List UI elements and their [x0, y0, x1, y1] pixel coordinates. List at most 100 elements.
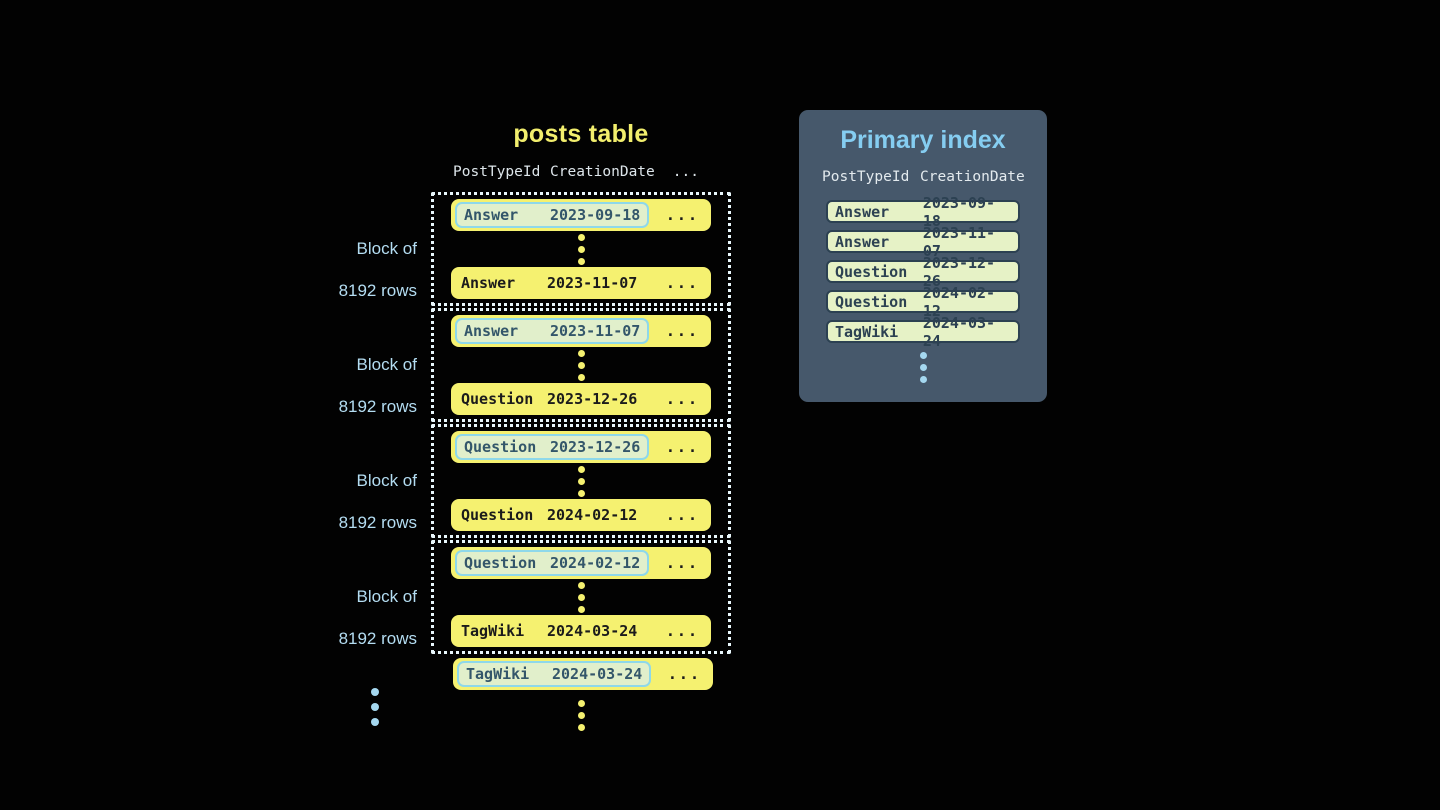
block-label: Block of 8192 rows: [270, 586, 417, 649]
block-label-line2: 8192 rows: [338, 397, 417, 416]
block-container: Answer 2023-09-18 ... Answer 2023-11-07 …: [431, 192, 731, 306]
block-label: Block of 8192 rows: [270, 354, 417, 417]
row-creationdate: 2024-03-24: [547, 622, 638, 640]
row-ellipsis: ...: [665, 554, 699, 572]
dot: [577, 349, 585, 357]
row-ellipsis: ...: [667, 665, 701, 683]
column-header-posttypeid: PostTypeId: [453, 164, 541, 180]
row-posttypeid: Question: [461, 390, 534, 408]
row-creationdate: 2023-12-26: [550, 438, 641, 456]
dot: [577, 593, 585, 601]
block-label-line1: Block of: [356, 239, 417, 258]
table-row: Answer 2023-11-07 ...: [451, 315, 711, 347]
block-label: Block of 8192 rows: [270, 470, 417, 533]
more-rows-dots: [431, 700, 731, 731]
table-row: TagWiki 2024-03-24 ...: [453, 658, 713, 690]
row-creationdate: 2023-11-07: [922, 223, 996, 260]
posts-table-blocks: Answer 2023-09-18 ... Answer 2023-11-07 …: [431, 192, 731, 654]
row-ellipsis: ...: [665, 206, 699, 224]
index-row: Answer 2023-09-18: [826, 194, 1020, 230]
table-row: TagWiki 2024-03-24 ...: [451, 615, 711, 647]
posts-table-title: posts table: [513, 120, 649, 148]
row-posttypeid: Answer: [461, 274, 516, 292]
row-creationdate: 2024-03-24: [552, 665, 643, 683]
ellipsis-dots-vertical: [577, 465, 585, 497]
row-posttypeid: Answer: [464, 206, 519, 224]
row-posttypeid: Question: [464, 438, 537, 456]
posts-table-column-headers: PostTypeId CreationDate ...: [453, 164, 713, 180]
row-posttypeid: TagWiki: [835, 322, 899, 341]
dot: [919, 352, 927, 359]
block-label: Block of 8192 rows: [270, 238, 417, 301]
block-label-line2: 8192 rows: [338, 281, 417, 300]
column-header-creationdate: CreationDate: [550, 164, 655, 180]
block-label-line1: Block of: [356, 471, 417, 490]
dot: [577, 605, 585, 613]
row-creationdate: 2023-09-18: [550, 206, 641, 224]
row-key-highlight: TagWiki 2024-03-24: [457, 661, 652, 687]
dot: [577, 700, 585, 707]
row-ellipsis: ...: [665, 506, 699, 524]
row-creationdate: 2023-11-07: [550, 322, 641, 340]
row-ellipsis: ...: [665, 390, 699, 408]
row-posttypeid: Answer: [835, 202, 890, 221]
dot: [577, 233, 585, 241]
block-container: Answer 2023-11-07 ... Question 2023-12-2…: [431, 308, 731, 422]
row-posttypeid: Question: [464, 554, 537, 572]
block-label-line2: 8192 rows: [338, 513, 417, 532]
block-label-line2: 8192 rows: [338, 629, 417, 648]
dot: [577, 581, 585, 589]
block-container: Question 2023-12-26 ... Question 2024-02…: [431, 424, 731, 538]
dot: [577, 257, 585, 265]
row-creationdate: 2023-09-18: [922, 193, 996, 230]
column-header-ellipsis: ...: [672, 164, 699, 180]
row-ellipsis: ...: [665, 622, 699, 640]
row-ellipsis: ...: [665, 274, 699, 292]
dot: [577, 724, 585, 731]
dot: [577, 465, 585, 473]
table-row: Answer 2023-11-07 ...: [451, 267, 711, 299]
primary-index-column-headers: PostTypeId CreationDate: [822, 168, 1047, 186]
column-header-creationdate: CreationDate: [920, 169, 1025, 185]
dot: [919, 364, 927, 371]
column-header-posttypeid: PostTypeId: [822, 169, 910, 185]
block-container: Question 2024-02-12 ... TagWiki 2024-03-…: [431, 540, 731, 654]
table-row: Question 2023-12-26 ...: [451, 431, 711, 463]
index-row: Answer 2023-11-07: [826, 224, 1020, 260]
dot: [577, 245, 585, 253]
row-posttypeid: Question: [835, 292, 908, 311]
dot: [577, 489, 585, 497]
ellipsis-dots-vertical: [577, 581, 585, 613]
row-ellipsis: ...: [665, 322, 699, 340]
index-row: Question 2024-02-12: [826, 284, 1020, 320]
dot: [919, 376, 927, 383]
table-row: Question 2024-02-12 ...: [451, 547, 711, 579]
row-key-highlight: Answer 2023-11-07: [455, 318, 650, 344]
more-index-rows-dots: [799, 352, 1047, 383]
dot: [371, 718, 379, 726]
row-creationdate: 2024-02-12: [550, 554, 641, 572]
row-ellipsis: ...: [665, 438, 699, 456]
row-creationdate: 2024-02-12: [547, 506, 638, 524]
dot: [577, 712, 585, 719]
row-creationdate: 2024-02-12: [922, 283, 996, 320]
primary-index-title: Primary index: [840, 126, 1006, 154]
dot: [371, 703, 379, 711]
dot: [577, 477, 585, 485]
ellipsis-dots-vertical: [577, 233, 585, 265]
row-key-highlight: Answer 2023-09-18: [455, 202, 650, 228]
table-row: Answer 2023-09-18 ...: [451, 199, 711, 231]
row-key-highlight: Question 2023-12-26: [455, 434, 650, 460]
row-posttypeid: Question: [461, 506, 534, 524]
row-posttypeid: TagWiki: [466, 665, 530, 683]
block-label-line1: Block of: [356, 355, 417, 374]
block-label-line1: Block of: [356, 587, 417, 606]
more-blocks-dots: [371, 688, 379, 726]
table-row: Question 2023-12-26 ...: [451, 383, 711, 415]
dot: [577, 361, 585, 369]
dot: [371, 688, 379, 696]
dot: [577, 373, 585, 381]
primary-index-rows: Answer 2023-09-18 Answer 2023-11-07 Ques…: [799, 194, 1047, 350]
table-row: Question 2024-02-12 ...: [451, 499, 711, 531]
